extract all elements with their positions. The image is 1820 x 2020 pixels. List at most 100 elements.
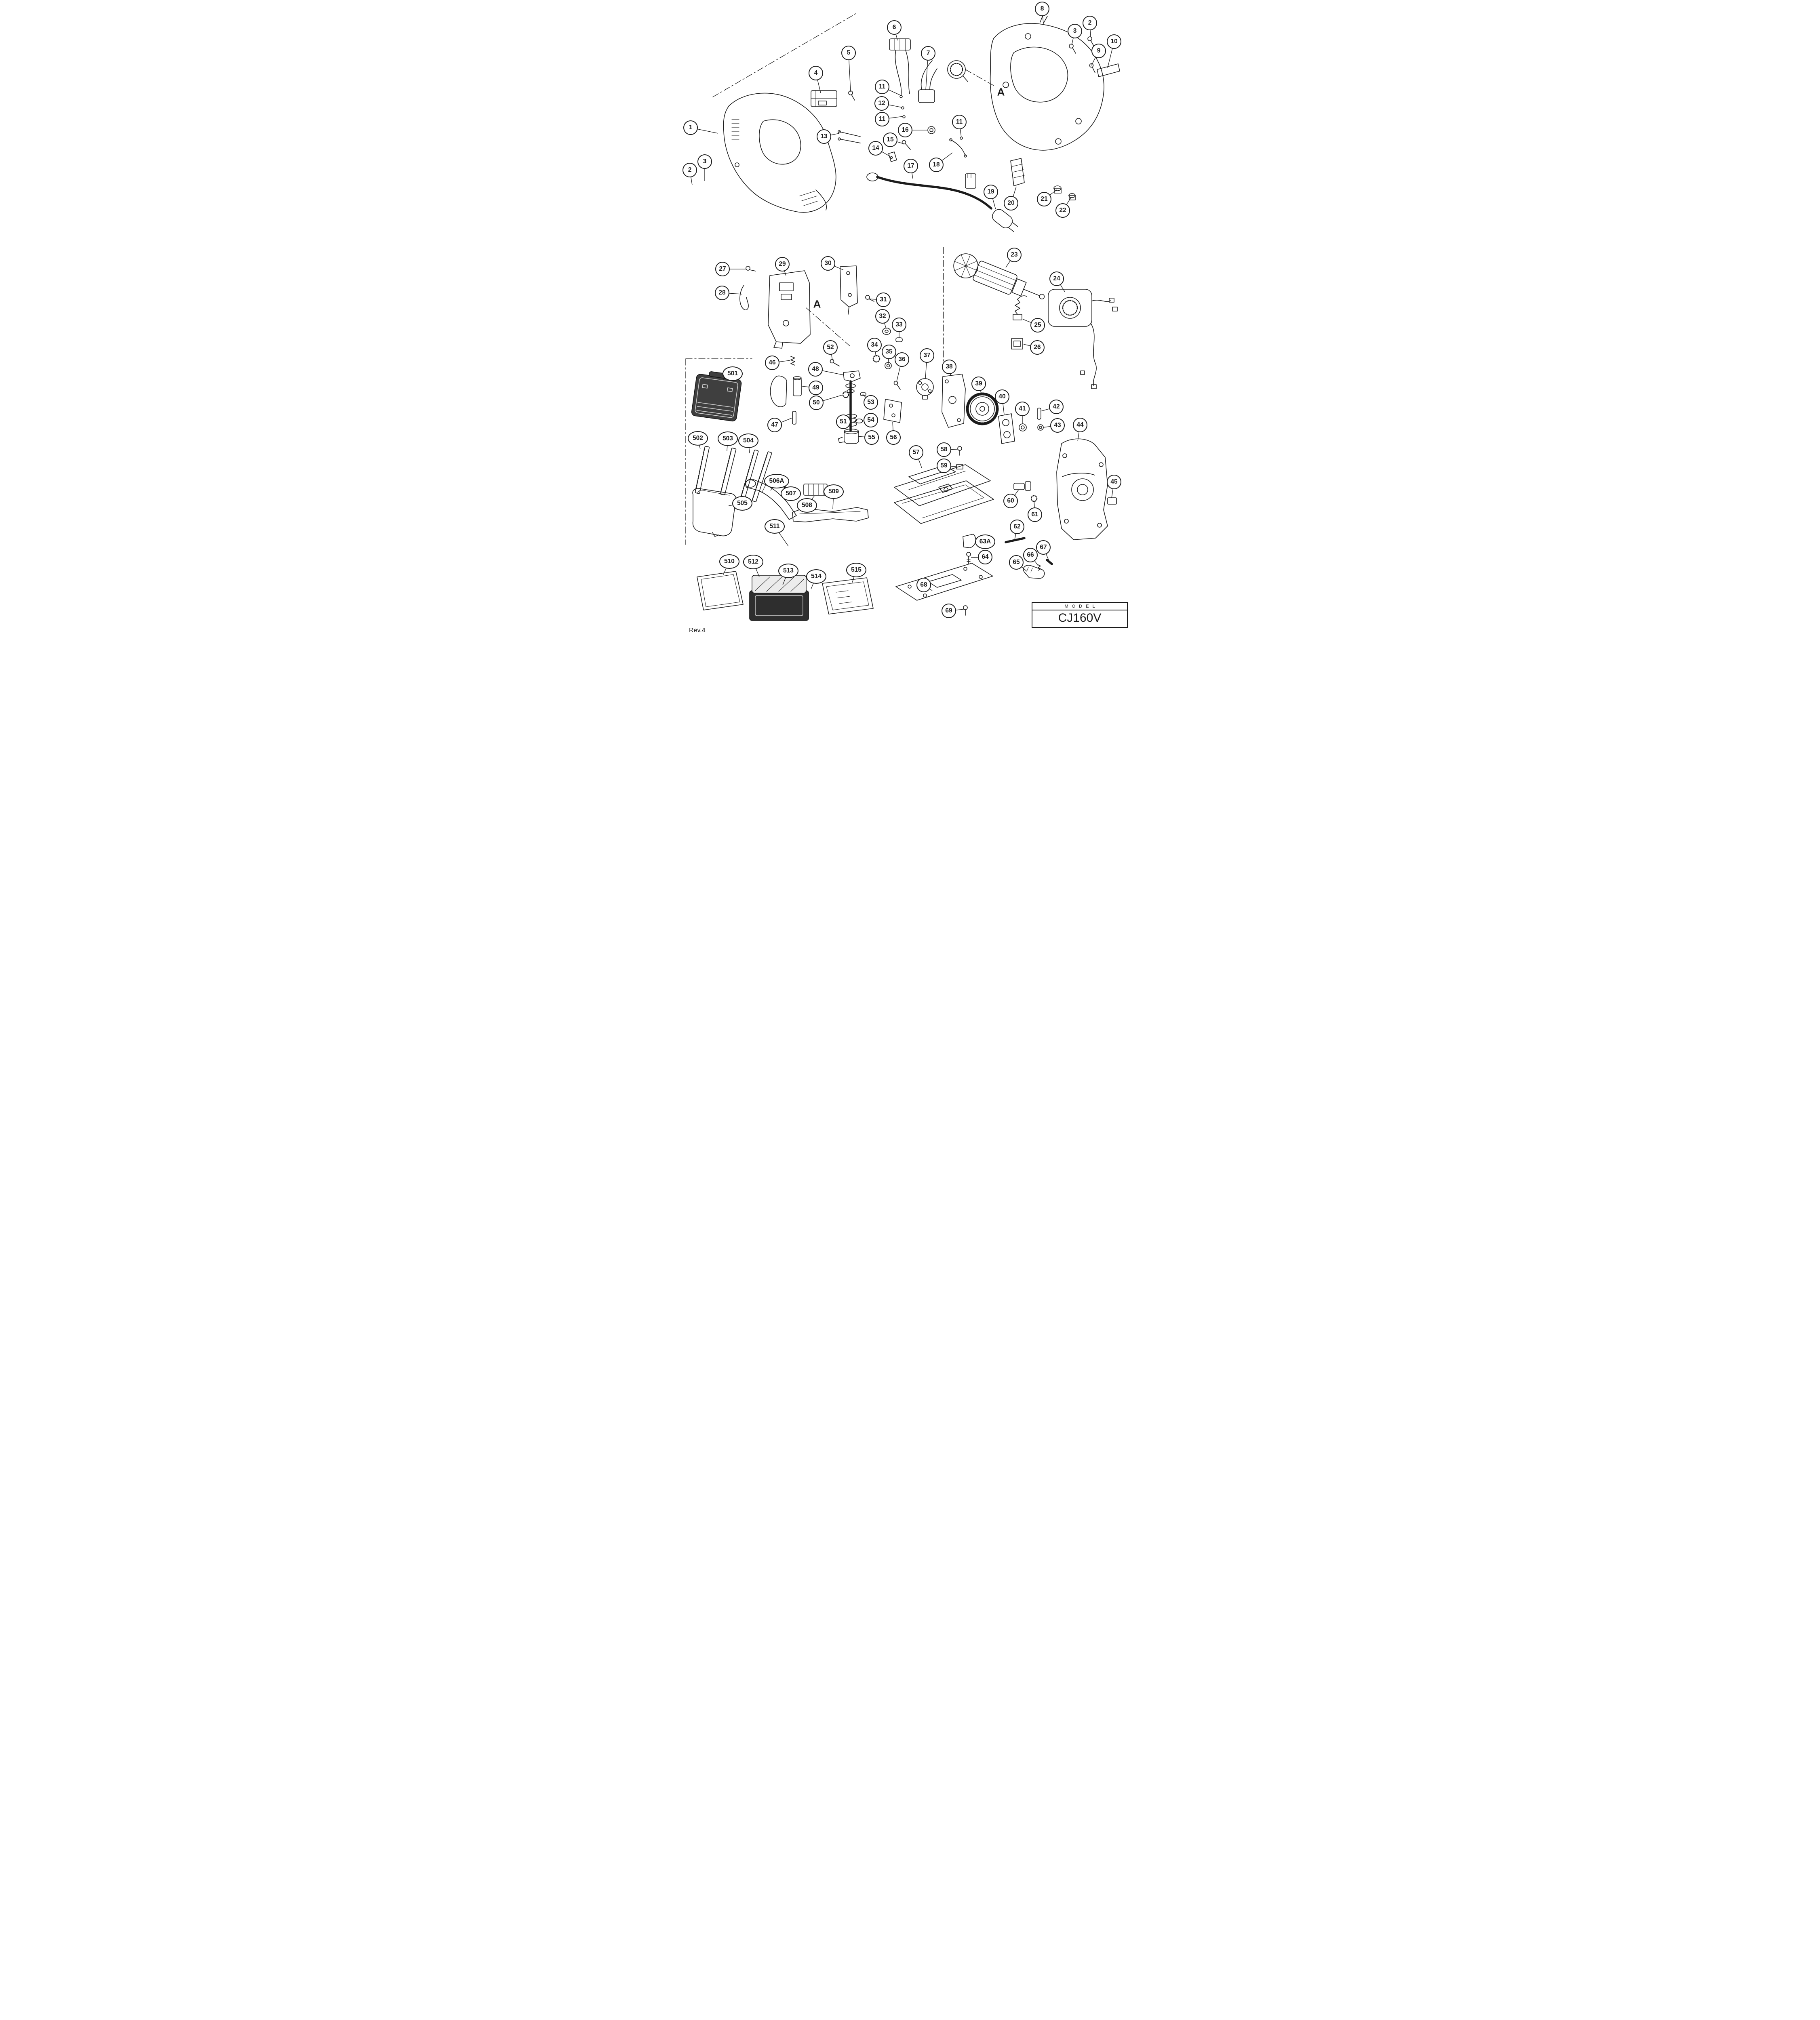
callout-45: 45 [1107, 475, 1121, 489]
callout-9: 9 [1091, 44, 1106, 58]
gearbox-art [963, 438, 1117, 579]
callout-35: 35 [882, 345, 896, 359]
callout-34: 34 [867, 338, 882, 352]
callout-12: 12 [874, 96, 889, 111]
callout-44: 44 [1073, 418, 1087, 432]
callout-47: 47 [767, 418, 782, 432]
callout-513: 513 [778, 564, 798, 578]
callout-510: 510 [719, 554, 739, 569]
housing-right-art [947, 14, 1120, 151]
callout-11: 11 [875, 112, 889, 126]
callout-3: 3 [697, 154, 712, 169]
callout-53: 53 [864, 395, 878, 410]
callout-59: 59 [937, 459, 951, 473]
model-box: MODEL CJ160V [1032, 602, 1128, 628]
callout-25: 25 [1030, 318, 1045, 332]
callout-58: 58 [937, 442, 951, 457]
callout-22: 22 [1055, 203, 1070, 218]
callout-69: 69 [942, 604, 956, 618]
callout-7: 7 [921, 46, 935, 61]
callout-506A: 506A [764, 474, 789, 488]
callout-63A: 63A [975, 534, 995, 549]
callout-505: 505 [732, 496, 752, 511]
callout-33: 33 [892, 318, 906, 332]
callout-38: 38 [942, 360, 956, 374]
brush-art [1011, 295, 1027, 349]
callout-18: 18 [929, 158, 944, 172]
callout-52: 52 [823, 340, 838, 355]
callout-31: 31 [876, 292, 891, 307]
model-number: CJ160V [1058, 611, 1102, 625]
callout-37: 37 [920, 348, 934, 363]
diagram-artwork [685, 13, 1120, 621]
callout-56: 56 [886, 430, 901, 445]
subbase-art [895, 563, 993, 616]
callout-26: 26 [1030, 340, 1045, 355]
callout-508: 508 [797, 498, 817, 513]
leader-lines [689, 8, 1114, 611]
gear-art [942, 374, 1044, 444]
callout-3: 3 [1068, 24, 1082, 38]
callout-64: 64 [978, 550, 992, 564]
callout-23: 23 [1007, 248, 1022, 262]
section-label-A: A [813, 298, 821, 310]
stator-art [1048, 289, 1118, 389]
callout-504: 504 [738, 433, 758, 448]
callout-68: 68 [916, 578, 931, 592]
model-box-heading: MODEL [1032, 603, 1127, 610]
callout-40: 40 [995, 389, 1009, 404]
callout-8: 8 [1035, 2, 1049, 16]
armature-art [953, 253, 1045, 300]
callout-43: 43 [1050, 418, 1065, 433]
callout-512: 512 [743, 555, 763, 569]
callout-32: 32 [875, 309, 890, 324]
callout-13: 13 [817, 129, 831, 144]
callout-2: 2 [1083, 16, 1097, 30]
callout-14: 14 [868, 141, 883, 156]
switch-art [811, 90, 855, 107]
callout-15: 15 [883, 133, 897, 147]
callout-55: 55 [864, 430, 879, 445]
callout-10: 10 [1107, 34, 1121, 49]
callout-50: 50 [809, 396, 824, 410]
lever-bracket-art [739, 265, 874, 349]
callout-30: 30 [821, 256, 835, 271]
housing-left-art [723, 93, 836, 213]
callout-2: 2 [682, 163, 697, 177]
section-label-A: A [997, 86, 1005, 98]
revision-label: Rev.4 [689, 627, 706, 634]
callout-46: 46 [765, 356, 779, 370]
callout-36: 36 [895, 352, 909, 367]
callout-62: 62 [1010, 520, 1024, 534]
callout-5: 5 [841, 46, 856, 60]
callout-502: 502 [688, 431, 708, 446]
callout-514: 514 [806, 569, 826, 584]
wiring-art [838, 38, 976, 189]
callout-509: 509 [824, 484, 844, 499]
callout-507: 507 [781, 486, 801, 501]
callout-511: 511 [765, 519, 785, 534]
callout-19: 19 [984, 185, 998, 199]
callout-11: 11 [875, 80, 889, 94]
callout-20: 20 [1004, 196, 1018, 210]
callout-65: 65 [1009, 555, 1024, 570]
callout-66: 66 [1023, 548, 1038, 562]
callout-27: 27 [715, 262, 730, 276]
callout-24: 24 [1049, 271, 1064, 286]
callout-28: 28 [715, 286, 729, 300]
callout-57: 57 [909, 445, 923, 460]
cord-art [866, 158, 1076, 232]
callout-11: 11 [952, 115, 967, 129]
callout-4: 4 [809, 66, 823, 80]
callout-41: 41 [1015, 402, 1030, 416]
callout-39: 39 [971, 377, 986, 391]
callout-503: 503 [718, 431, 738, 446]
callout-21: 21 [1037, 192, 1051, 206]
callout-51: 51 [836, 415, 851, 429]
callout-6: 6 [887, 20, 902, 35]
callout-515: 515 [846, 563, 866, 577]
callout-67: 67 [1036, 540, 1051, 555]
callout-49: 49 [809, 381, 823, 395]
callout-1: 1 [683, 120, 698, 135]
